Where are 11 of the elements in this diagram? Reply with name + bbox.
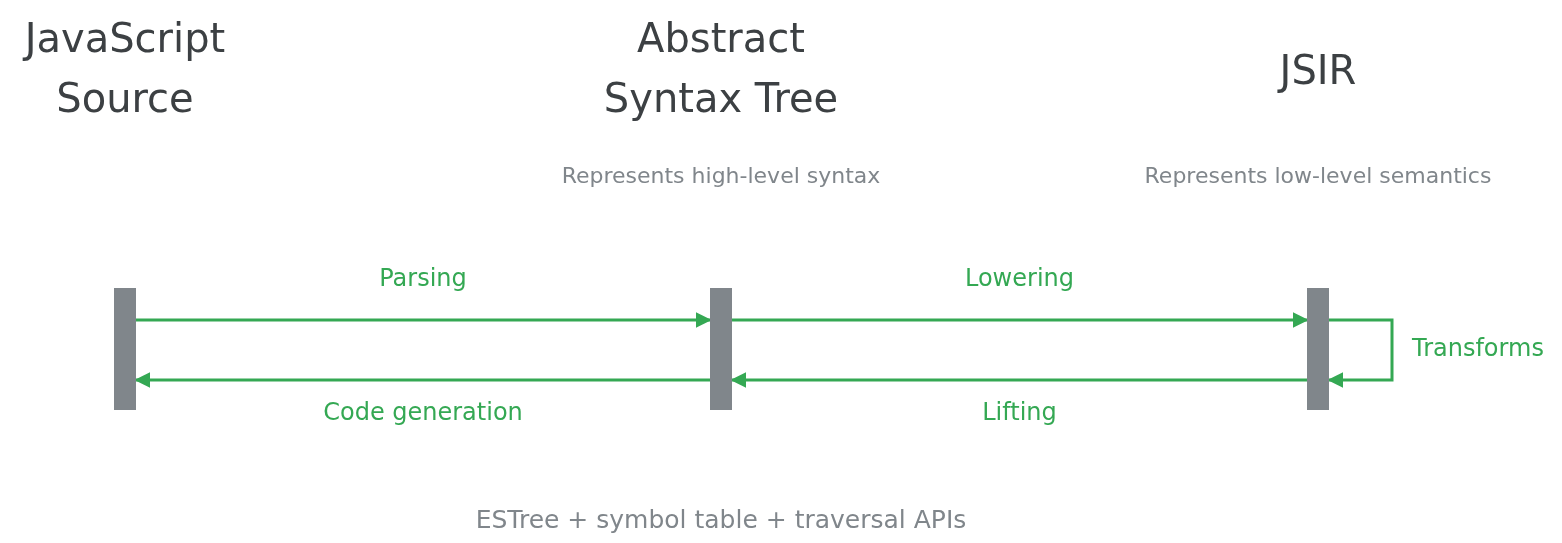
node-description: Represents high-level syntax [560,163,882,188]
node-heading: JSIR [1276,46,1358,95]
vertical-bar [710,288,732,410]
node-note: ESTree + symbol table + traversal APIs [474,505,968,534]
node-heading: Abstract Syntax Tree [602,14,840,123]
arrow [732,312,1309,328]
vertical-bar [1307,288,1329,410]
arrow [136,312,712,328]
node-heading: JavaScript Source [21,14,227,123]
vertical-bar [114,288,136,410]
node-description: Represents low-level semantics [1143,163,1493,188]
